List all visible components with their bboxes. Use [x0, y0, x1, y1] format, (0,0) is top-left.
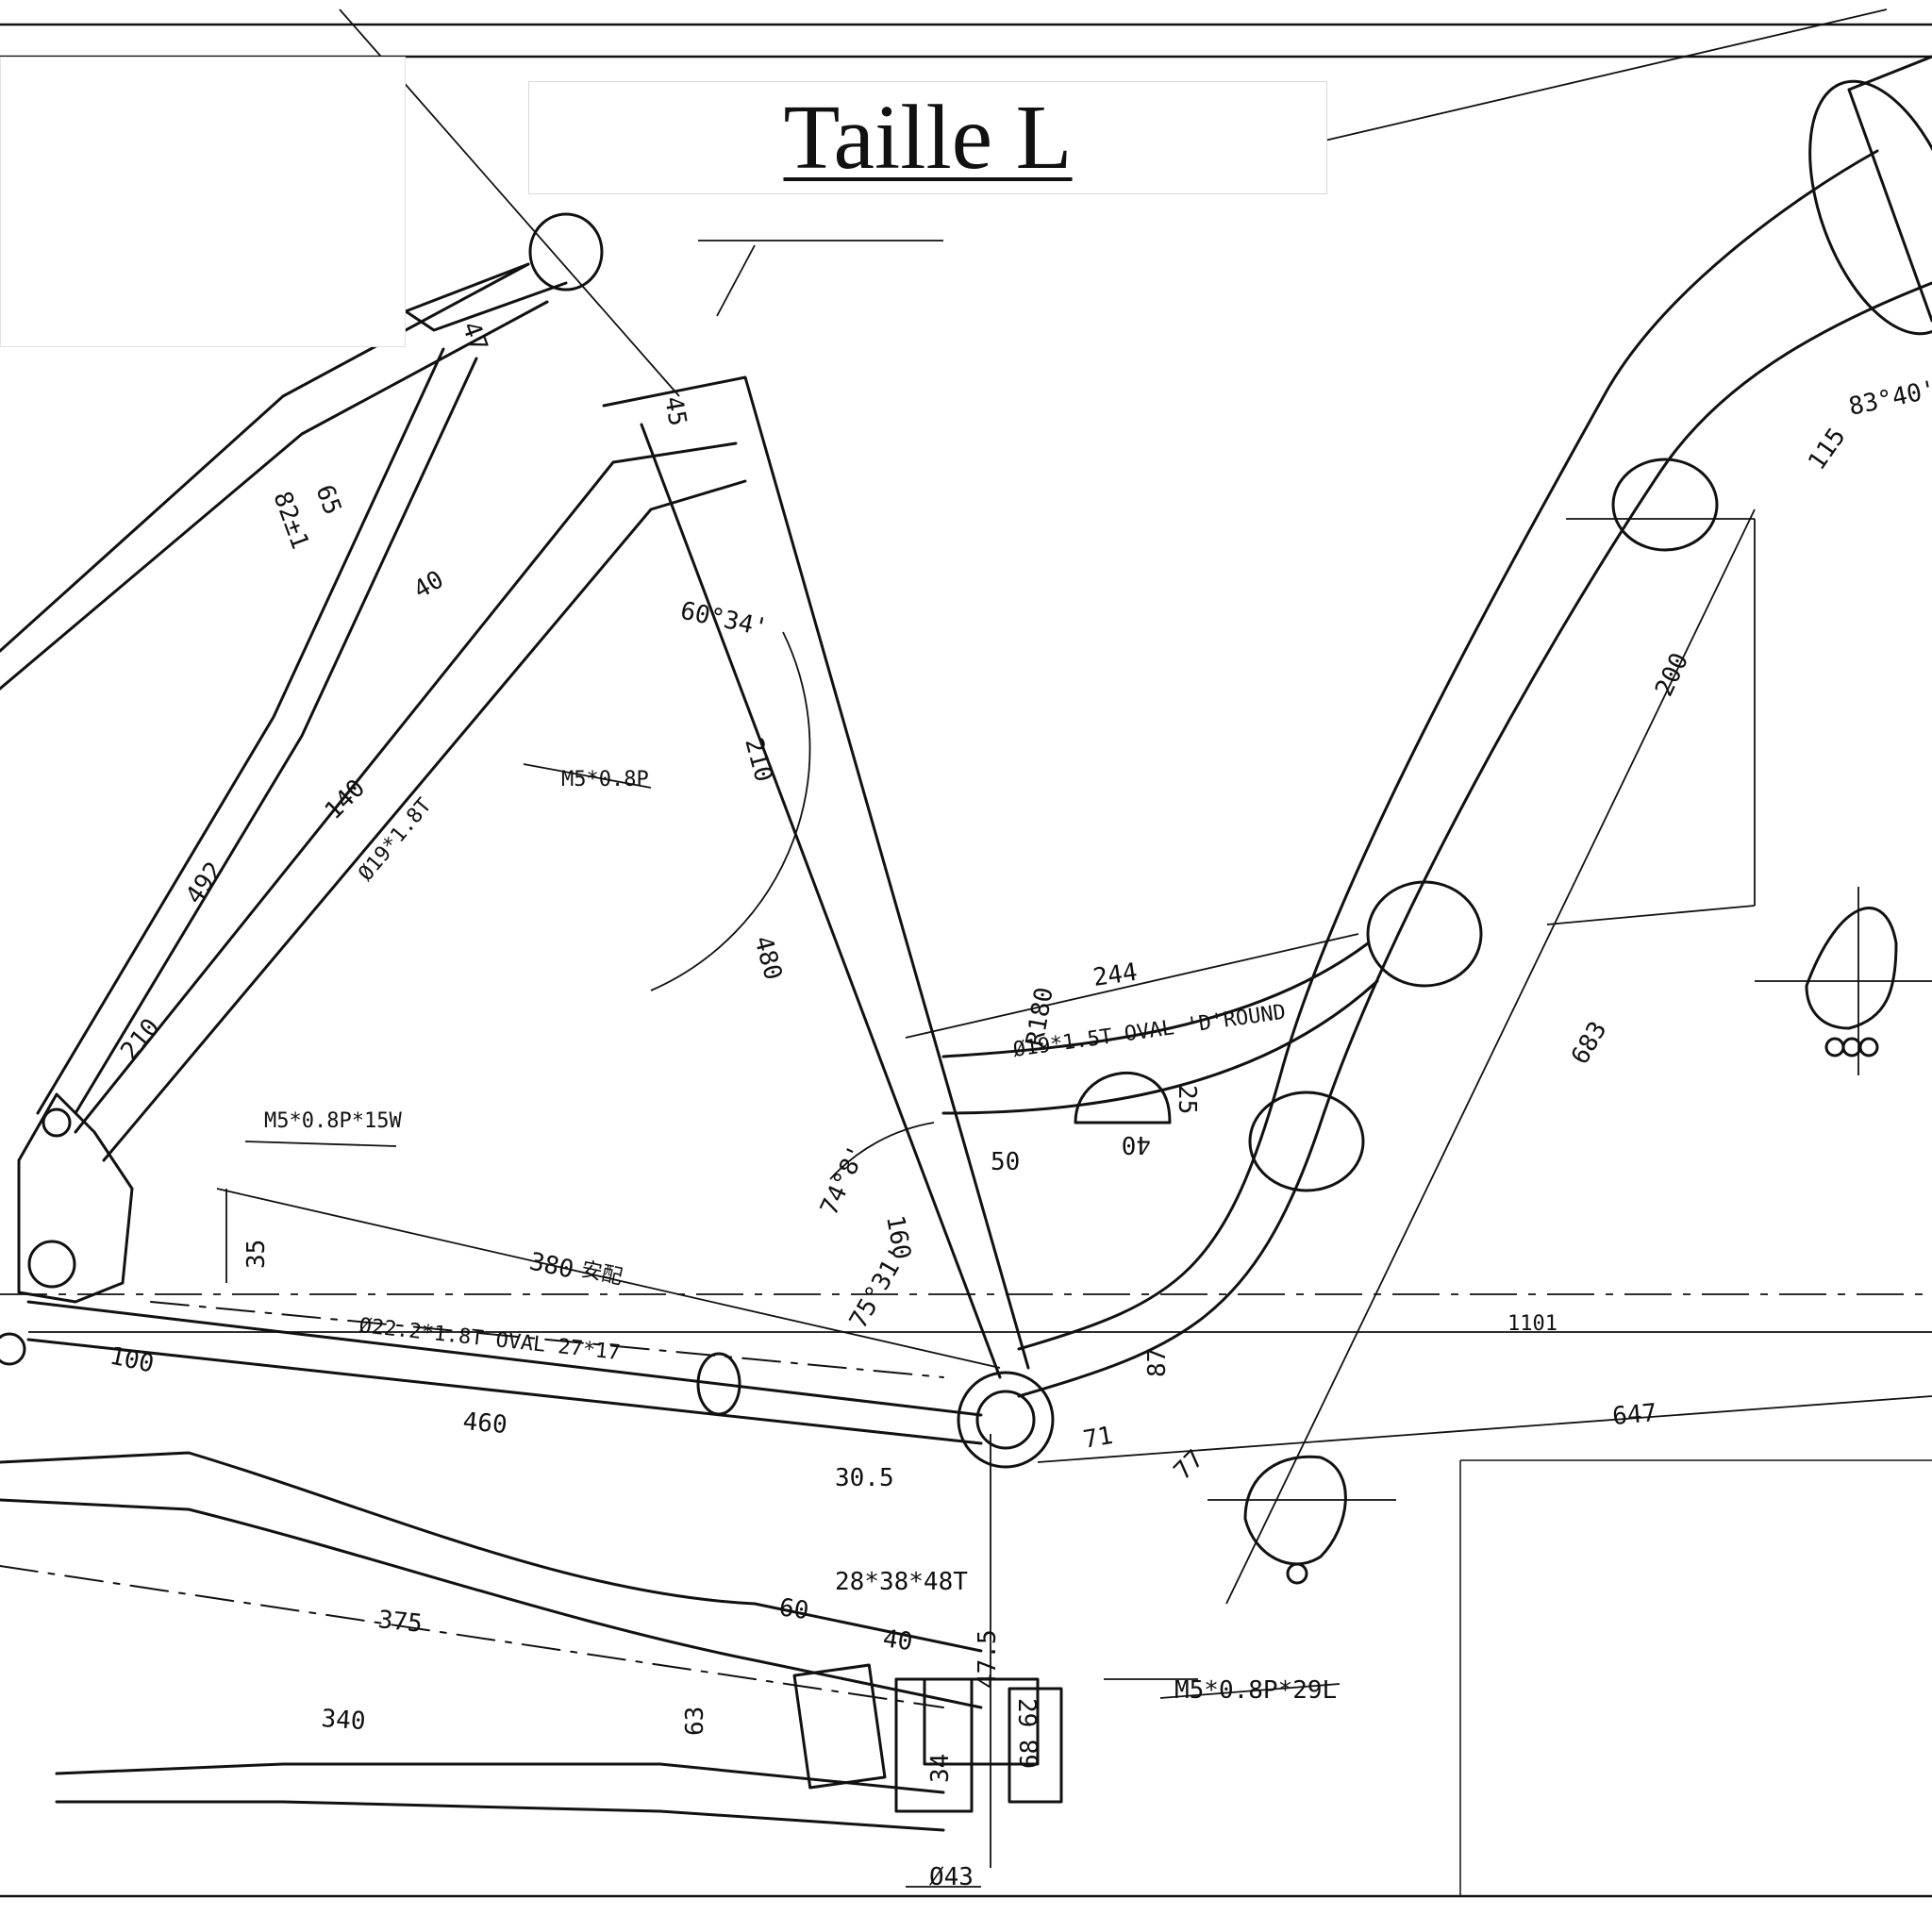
lower-arm — [0, 1451, 983, 1653]
dim-100: 100 — [108, 1342, 157, 1379]
seat-stay — [74, 441, 738, 1134]
note-m5-29l: M5*0.8P*29L — [1174, 1676, 1337, 1705]
dimension-labels: 47 65 82±1 40 45 60°34' 210 480 492 140 … — [108, 318, 1932, 1891]
dim-82: 82±1 — [267, 488, 314, 553]
rack-tube — [0, 262, 530, 653]
dim-40-seat: 40 — [409, 565, 449, 605]
dim-683: 683 — [1566, 1017, 1612, 1070]
rear-dropout — [17, 1092, 134, 1304]
note-m5-15w: M5*0.8P*15W — [264, 1109, 402, 1133]
dim-71: 71 — [1081, 1422, 1115, 1455]
dim-83-40: 83°40' — [1846, 375, 1932, 422]
down-tube — [36, 347, 445, 1115]
dim-200: 200 — [1650, 649, 1694, 701]
dim-68: 68 — [1016, 1740, 1044, 1769]
dim-210-dt: 210 — [115, 1013, 165, 1065]
dim-34: 34 — [926, 1754, 955, 1783]
dim-647: 647 — [1611, 1399, 1657, 1431]
dim-30-5: 30.5 — [835, 1464, 894, 1492]
dim-340: 340 — [321, 1705, 367, 1736]
dim-47-5: 47.5 — [974, 1629, 1002, 1689]
dim-480: 480 — [748, 933, 787, 983]
dim-492: 492 — [180, 857, 229, 909]
dim-1101: 1101 — [1507, 1312, 1557, 1336]
dim-50: 50 — [991, 1148, 1020, 1176]
dim-29: 29 — [1012, 1698, 1041, 1727]
dim-77: 77 — [1169, 1445, 1209, 1486]
chain-stay — [26, 1300, 983, 1417]
dim-63: 63 — [681, 1707, 709, 1736]
dim-210-st: 210 — [739, 735, 777, 785]
dim-380-note: 安配 — [579, 1257, 625, 1290]
rack-eye — [528, 212, 604, 291]
dim-40-bridge: 40 — [1122, 1130, 1151, 1158]
dim-28-38-48: 28*38*48T — [835, 1568, 968, 1596]
dim-45: 45 — [658, 394, 691, 428]
page-title: Taille L — [783, 87, 1073, 189]
note-m5-top: M5*0.8P — [561, 768, 649, 791]
dim-43: Ø43 — [929, 1863, 974, 1891]
dim-35: 35 — [242, 1240, 271, 1269]
dim-75-31: 75°31' — [844, 1242, 913, 1333]
dim-25: 25 — [1173, 1085, 1201, 1114]
bottom-bracket — [957, 1371, 1055, 1469]
dim-74-8: 74°8' — [815, 1141, 872, 1220]
dim-380: 380 — [527, 1248, 576, 1285]
blank-mask-top-left — [0, 57, 406, 347]
dim-460: 460 — [461, 1407, 508, 1440]
seat-tube — [602, 375, 1030, 1370]
dim-60-low: 60 — [777, 1593, 810, 1625]
dim-65: 65 — [309, 481, 346, 519]
dim-244: 244 — [1091, 958, 1140, 992]
dimension-lines — [0, 8, 1932, 1888]
dim-60-34: 60°34' — [678, 597, 771, 643]
bridge-tube — [941, 941, 1370, 1058]
dim-115: 115 — [1803, 423, 1852, 475]
title-box: Taille L — [528, 81, 1327, 194]
frame-outline — [0, 55, 1932, 1832]
note-tube-seatstay: Ø19*1.8T — [354, 794, 436, 886]
dim-375: 375 — [376, 1606, 424, 1639]
dim-47: 47 — [456, 318, 492, 356]
dim-40-low: 40 — [881, 1624, 914, 1657]
head-tube — [1847, 55, 1932, 92]
main-down-tube — [1017, 149, 1879, 1351]
dim-87: 87 — [1143, 1348, 1172, 1377]
